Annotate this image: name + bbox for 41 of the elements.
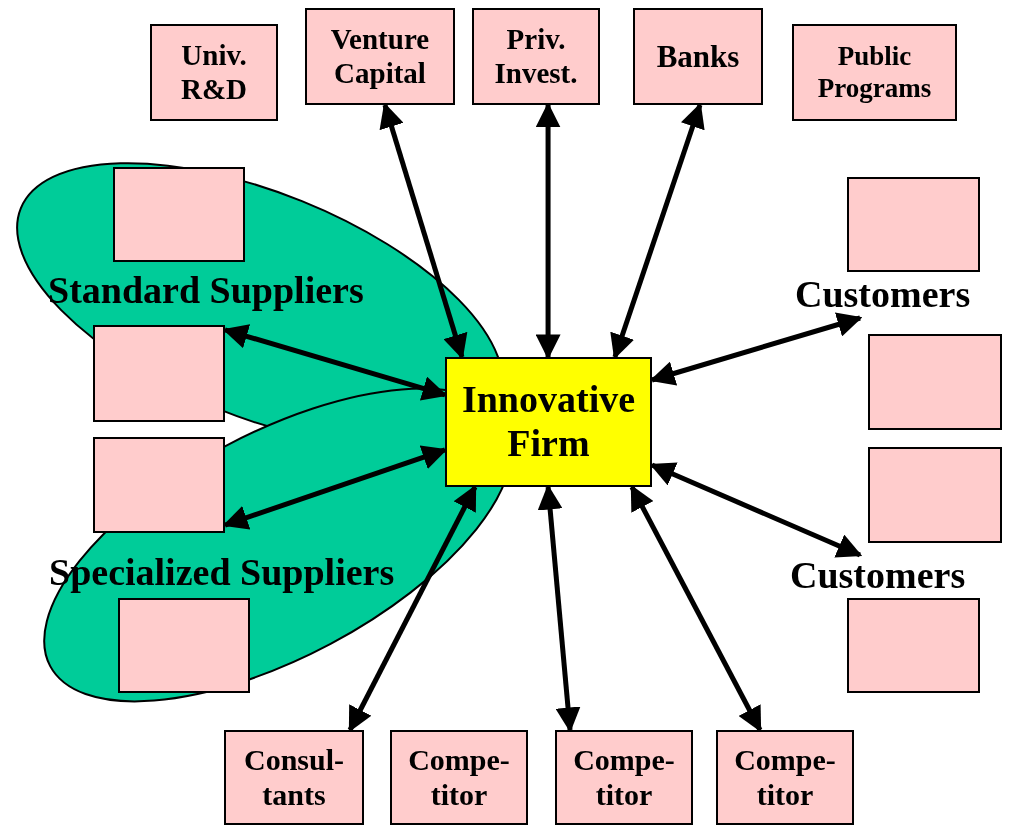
empty-box xyxy=(93,437,225,533)
box-label: Consul- tants xyxy=(242,743,345,812)
empty-box xyxy=(118,598,250,693)
box-label: Innovative Firm xyxy=(460,378,637,466)
box-label: Public Programs xyxy=(816,41,933,104)
empty-box xyxy=(847,598,980,693)
actor-box xyxy=(716,730,854,825)
box-label: Compe- titor xyxy=(407,743,511,812)
double-arrow xyxy=(347,484,478,733)
actor-box xyxy=(792,24,957,121)
actor-box xyxy=(472,8,600,105)
actor-box xyxy=(224,730,364,825)
actor-box xyxy=(633,8,763,105)
double-arrow xyxy=(629,484,763,733)
empty-box xyxy=(93,325,225,422)
box-label: Compe- titor xyxy=(572,743,676,812)
double-arrow xyxy=(610,102,705,360)
actor-box xyxy=(305,8,455,105)
box-label: Venture Capital xyxy=(329,23,431,90)
box-label: Banks xyxy=(655,38,741,75)
double-arrow xyxy=(649,312,863,386)
box-label: Compe- titor xyxy=(733,743,837,812)
group-label: Customers xyxy=(795,274,971,316)
double-arrow xyxy=(535,102,561,360)
actor-box xyxy=(555,730,693,825)
double-arrow xyxy=(222,445,448,530)
empty-box xyxy=(868,447,1002,543)
actor-box xyxy=(390,730,528,825)
double-arrow xyxy=(222,324,448,401)
double-arrow xyxy=(537,484,581,733)
empty-box xyxy=(847,177,980,272)
empty-box xyxy=(868,334,1002,430)
group-label: Standard Suppliers xyxy=(48,270,364,312)
box-label: Priv. Invest. xyxy=(493,23,579,90)
firm-box xyxy=(445,357,652,487)
actor-box xyxy=(150,24,278,121)
double-arrow xyxy=(379,102,468,360)
group-label: Customers xyxy=(790,555,966,597)
empty-box xyxy=(113,167,245,262)
double-arrow xyxy=(649,462,863,558)
box-label: Univ. R&D xyxy=(179,39,248,106)
